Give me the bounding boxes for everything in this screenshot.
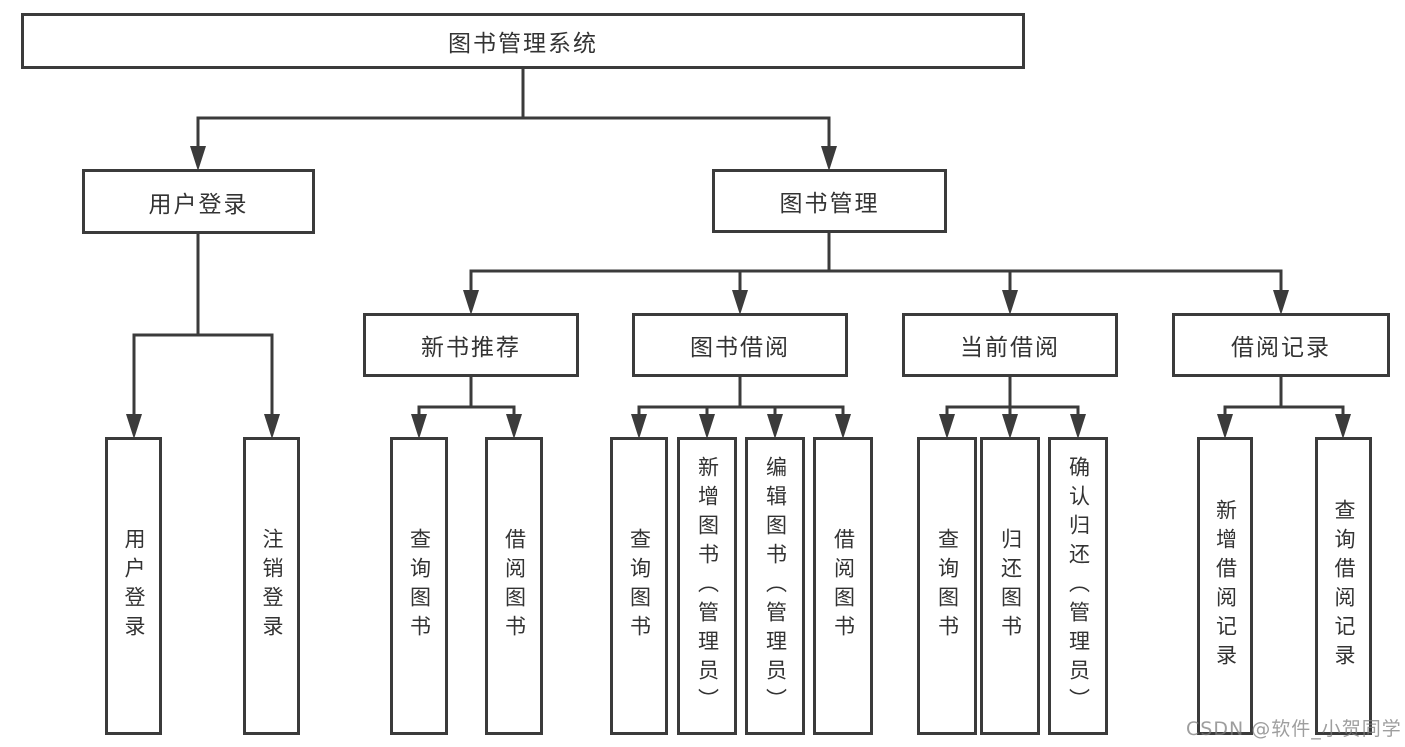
leaf-query-borrow-record: 查询借阅记录: [1315, 437, 1372, 735]
node-new-book-recommendation: 新书推荐: [363, 313, 579, 377]
leaf-query-books-recommend: 查询图书: [390, 437, 448, 735]
leaf-edit-books-admin: 编辑图书（管理员）: [745, 437, 805, 735]
node-book-management: 图书管理: [712, 169, 947, 233]
node-library-management-system: 图书管理系统: [21, 13, 1025, 69]
node-borrowing-records: 借阅记录: [1172, 313, 1390, 377]
node-book-borrowing: 图书借阅: [632, 313, 848, 377]
leaf-query-books-current: 查询图书: [917, 437, 977, 735]
leaf-add-books-admin: 新增图书（管理员）: [677, 437, 737, 735]
leaf-logout: 注销登录: [243, 437, 300, 735]
leaf-borrow-books: 借阅图书: [813, 437, 873, 735]
node-user-login: 用户登录: [82, 169, 315, 234]
leaf-query-books-borrowing: 查询图书: [610, 437, 668, 735]
leaf-user-login: 用户登录: [105, 437, 162, 735]
leaf-add-borrow-record: 新增借阅记录: [1197, 437, 1253, 735]
leaf-return-books: 归还图书: [980, 437, 1040, 735]
node-current-borrowing: 当前借阅: [902, 313, 1118, 377]
csdn-watermark: CSDN @软件_小贺同学: [1186, 718, 1402, 740]
leaf-borrow-books-recommend: 借阅图书: [485, 437, 543, 735]
leaf-confirm-return-admin: 确认归还（管理员）: [1048, 437, 1108, 735]
